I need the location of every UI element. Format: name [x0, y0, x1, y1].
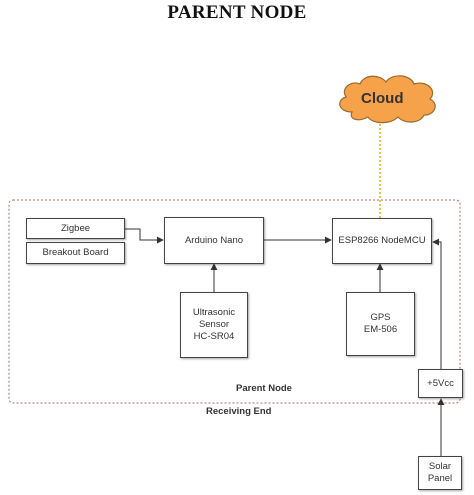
vcc-to-esp-arrow [432, 238, 442, 369]
vcc-block: +5Vcc [418, 369, 463, 398]
page-title: PARENT NODE [167, 2, 307, 23]
breakout-board-block: Breakout Board [26, 242, 125, 264]
gps-block: GPS EM-506 [346, 292, 415, 356]
zigbee-to-arduino-arrow [125, 228, 164, 244]
cloud-label: Cloud [361, 90, 404, 107]
cloud-shape [339, 75, 436, 124]
esp8266-block: ESP8266 NodeMCU [332, 218, 432, 264]
ultrasonic-sensor-block: Ultrasonic Sensor HC-SR04 [180, 292, 248, 358]
parent-node-label: Parent Node [236, 383, 292, 394]
zigbee-block: Zigbee [26, 218, 125, 239]
parent-node-boundary [8, 199, 461, 404]
solar-panel-block: Solar Panel [418, 456, 462, 490]
receiving-end-label: Receiving End [206, 406, 272, 417]
arduino-nano-block: Arduino Nano [164, 217, 264, 264]
